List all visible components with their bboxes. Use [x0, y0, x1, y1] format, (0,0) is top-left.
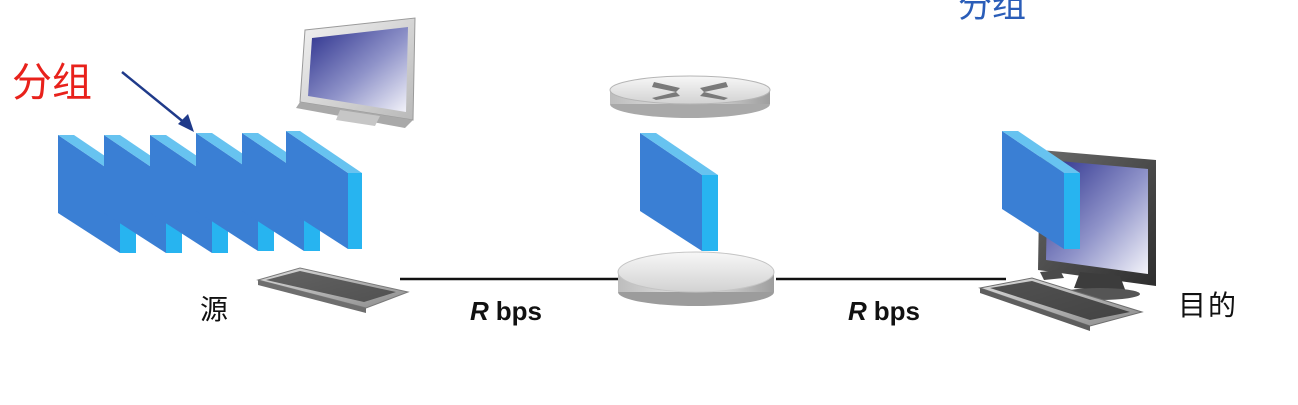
packet-label: 分组 — [12, 60, 92, 106]
link-rate-unit: bps — [873, 296, 921, 326]
top-heading-partial: 分组 — [958, 0, 1026, 26]
source-monitor-icon — [296, 17, 416, 128]
router-base-icon — [617, 251, 775, 306]
packet-block-icon — [640, 133, 718, 251]
link-rate-unit: bps — [495, 296, 543, 326]
source-packet-train — [58, 131, 362, 253]
source-label: 源 — [200, 293, 229, 326]
link-rate-symbol: R — [848, 296, 867, 326]
packet-block-icon — [1002, 131, 1080, 249]
router-arrows-icon — [652, 82, 728, 100]
router-icon — [609, 75, 771, 118]
source-keyboard-icon — [256, 267, 410, 313]
packet-block-icon — [286, 131, 362, 249]
packet-pointer-arrow — [121, 71, 194, 132]
destination-keyboard-icon — [978, 270, 1144, 331]
destination-label: 目的 — [1178, 289, 1239, 322]
link-rate-symbol: R — [470, 296, 489, 326]
